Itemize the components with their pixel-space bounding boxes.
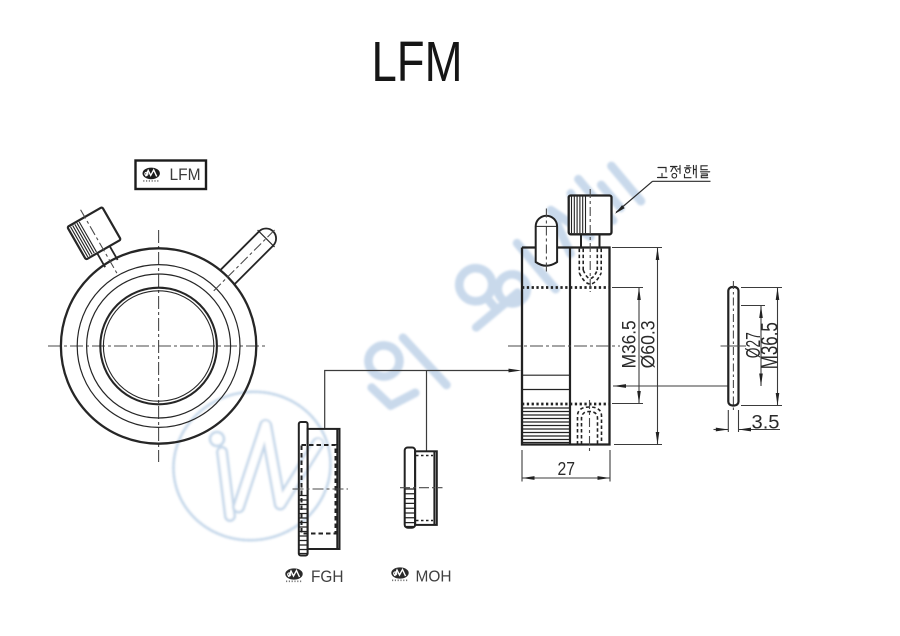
svg-text:FGH: FGH	[311, 568, 344, 586]
svg-text:M36.5: M36.5	[620, 320, 641, 368]
svg-text:LFM: LFM	[372, 30, 463, 93]
svg-text:MOH: MOH	[416, 569, 452, 586]
svg-text:LFM: LFM	[170, 165, 201, 184]
svg-text:27: 27	[558, 459, 576, 479]
svg-text:Ø60.3: Ø60.3	[639, 320, 660, 368]
svg-text:M36.5: M36.5	[757, 322, 784, 369]
svg-text:Ø27: Ø27	[742, 332, 765, 358]
svg-text:3.5: 3.5	[752, 412, 780, 434]
